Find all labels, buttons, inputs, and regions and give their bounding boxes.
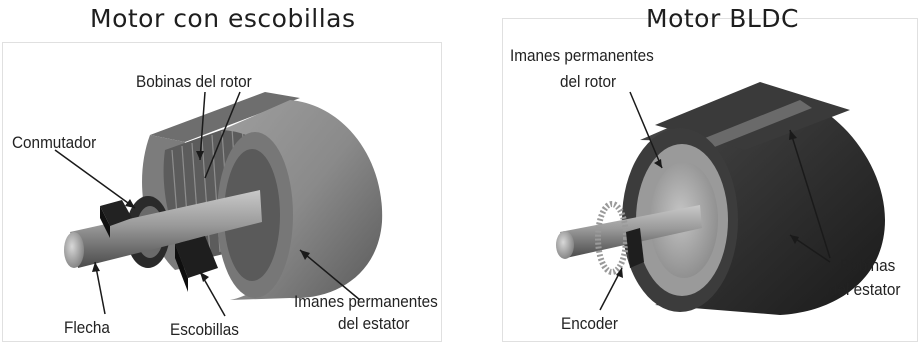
label-stator-magnets-line1: Imanes permanentes: [294, 292, 438, 311]
encoder-sensor: [626, 228, 644, 268]
shaft: [70, 190, 262, 268]
label-rotor-coils: Bobinas del rotor: [136, 72, 252, 91]
left-pointer-lines: [54, 91, 361, 317]
label-stator-coils-line1: Bobinas: [840, 256, 896, 275]
encoder-disc: [595, 201, 629, 275]
label-encoder: Encoder: [561, 314, 618, 333]
label-stator-magnets-line2: del estator: [338, 314, 410, 333]
bldc-motor-illustration: [556, 82, 885, 315]
label-brushes: Escobillas: [170, 320, 239, 339]
label-commutator: Conmutador: [12, 133, 97, 152]
label-rotor-magnets-line1: Imanes permanentes: [510, 46, 654, 65]
shaft-end: [64, 232, 84, 268]
brush-bottom: [175, 236, 218, 278]
right-title: Motor BLDC: [646, 4, 799, 33]
brush-top: [100, 200, 132, 226]
label-stator-coils-line2: del estator: [829, 280, 901, 299]
brushed-motor-illustration: [54, 91, 383, 317]
bldc-shaft-end: [556, 231, 574, 259]
left-title: Motor con escobillas: [90, 4, 356, 33]
stator-magnet: [222, 100, 383, 300]
housing-cutaway: [150, 92, 300, 142]
label-rotor-magnets-line2: del rotor: [560, 72, 617, 91]
label-shaft: Flecha: [64, 318, 110, 337]
stator-coil-segment: [655, 82, 850, 150]
